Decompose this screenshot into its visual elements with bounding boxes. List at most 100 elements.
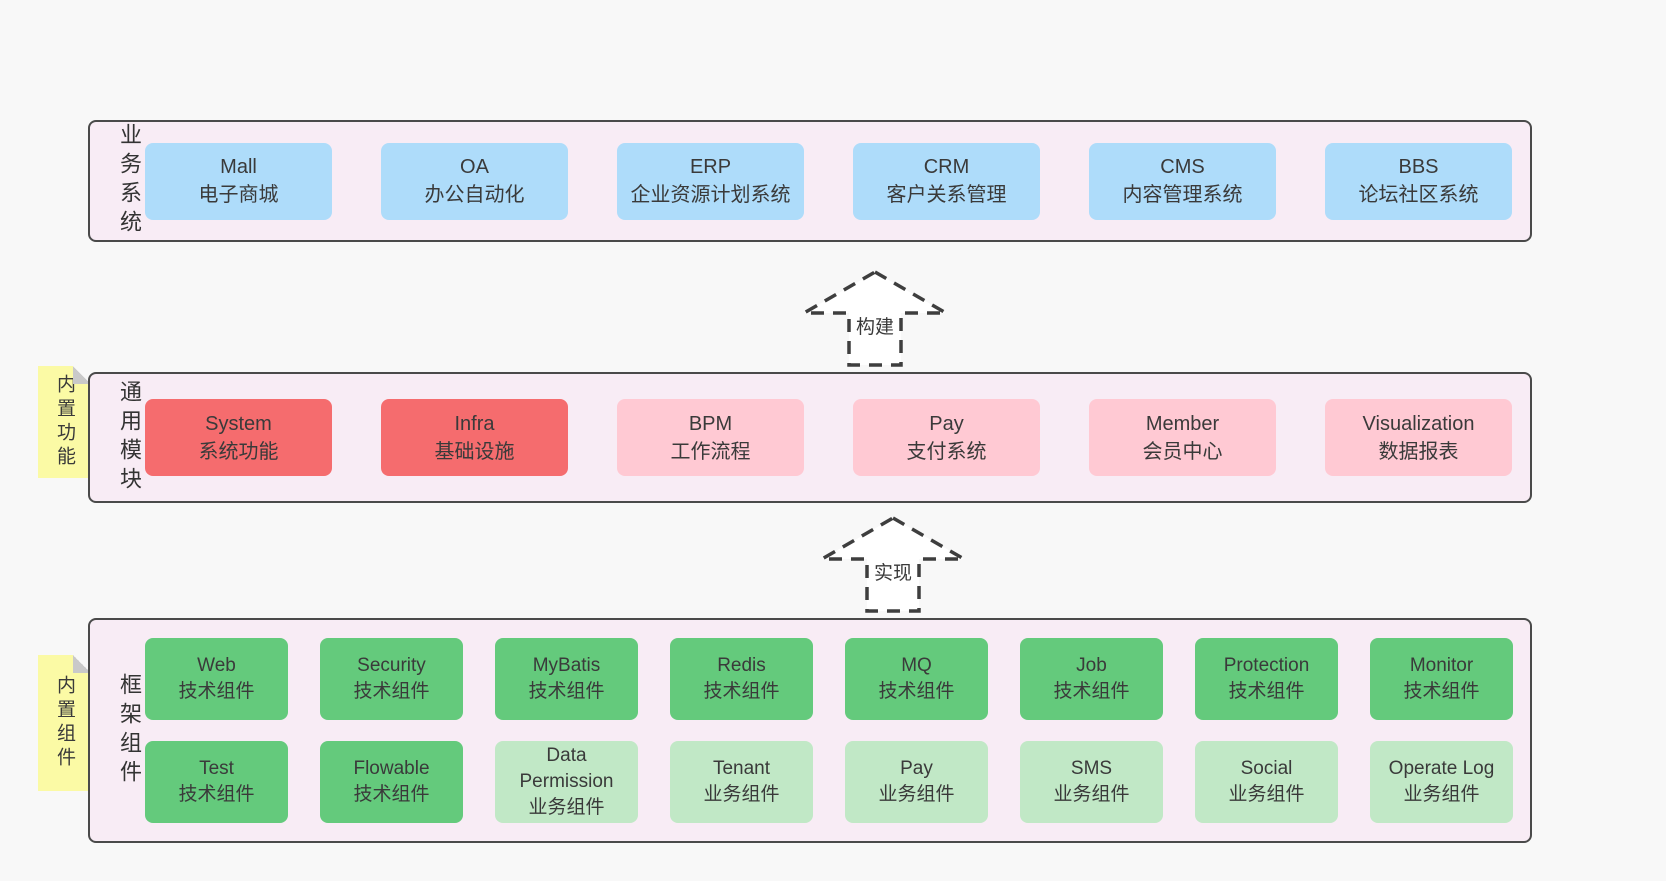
module-name: BPM [688, 412, 733, 435]
module-desc: 办公自动化 [424, 184, 525, 206]
layer-common-modules: 通用模块 System 系统功能 Infra 基础设施 BPM 工作流程 Pay 支付系统 Me… [88, 372, 1532, 503]
module-name: OA [460, 156, 489, 178]
module-name: SMS [1070, 758, 1113, 779]
module-desc: 支付系统 [906, 440, 987, 463]
module-box-flowable: Flowable 技术组件 [320, 741, 463, 823]
layer-label-framework-components: 框架组件 [117, 672, 142, 789]
module-name: MQ [901, 655, 932, 676]
module-box-bpm: BPM 工作流程 [617, 399, 804, 476]
module-name: Visualization [1362, 412, 1475, 435]
module-desc: 电子商城 [198, 184, 279, 206]
common-modules-row: System 系统功能 Infra 基础设施 BPM 工作流程 Pay 支付系统 Member 会… [145, 399, 1530, 476]
module-desc: 系统功能 [198, 440, 279, 463]
module-box-oa: OA 办公自动化 [381, 142, 568, 220]
module-name: Redis [717, 655, 766, 676]
module-box-redis: Redis 技术组件 [670, 638, 813, 720]
module-desc: 业务组件 [1403, 784, 1480, 805]
module-box-crm: CRM 客户关系管理 [853, 142, 1040, 220]
module-name: Mall [220, 156, 257, 178]
layer-label-common-modules: 通用模块 [117, 379, 142, 496]
module-desc: 技术组件 [1053, 681, 1130, 702]
module-name: Pay [900, 758, 933, 779]
module-name: System [205, 412, 272, 435]
module-box-test: Test 技术组件 [145, 741, 288, 823]
folded-corner-icon [73, 366, 91, 384]
module-box-operate-log: Operate Log 业务组件 [1370, 741, 1513, 823]
implement-arrow: 实现 [815, 514, 971, 614]
module-box-bbs: BBS 论坛社区系统 [1325, 142, 1512, 220]
module-box-sms: SMS 业务组件 [1020, 741, 1163, 823]
module-name: Protection [1223, 655, 1310, 676]
module-name: Member [1145, 412, 1220, 435]
module-name: Flowable [353, 758, 430, 779]
module-desc: 技术组件 [878, 681, 955, 702]
module-desc: 业务组件 [703, 784, 780, 805]
module-desc: 技术组件 [178, 681, 255, 702]
module-box-mybatis: MyBatis 技术组件 [495, 638, 638, 720]
module-desc: 技术组件 [703, 681, 780, 702]
module-name: Pay [929, 412, 964, 435]
module-box-mq: MQ 技术组件 [845, 638, 988, 720]
module-name: Tenant [712, 758, 771, 779]
module-desc: 论坛社区系统 [1358, 184, 1479, 206]
module-desc: 技术组件 [353, 681, 430, 702]
module-name: Monitor [1409, 655, 1474, 676]
module-name: Operate Log [1388, 758, 1495, 779]
module-box-mall: Mall 电子商城 [145, 142, 332, 220]
module-desc: 会员中心 [1142, 440, 1223, 463]
module-box-web: Web 技术组件 [145, 638, 288, 720]
module-box-visualization: Visualization 数据报表 [1325, 399, 1512, 476]
module-name: Web [197, 655, 236, 676]
module-desc: 工作流程 [670, 440, 751, 463]
folded-corner-icon [73, 655, 91, 673]
module-desc: 技术组件 [178, 784, 255, 805]
module-desc: 技术组件 [353, 784, 430, 805]
module-box-tenant: Tenant 业务组件 [670, 741, 813, 823]
module-desc: 基础设施 [434, 440, 515, 463]
module-box-protection: Protection 技术组件 [1195, 638, 1338, 720]
sticky-note-text: 内置组件 [54, 675, 75, 771]
module-name: Test [199, 758, 234, 779]
module-box-security: Security 技术组件 [320, 638, 463, 720]
module-desc: 业务组件 [1053, 784, 1130, 805]
implement-arrow-label: 实现 [868, 557, 918, 586]
module-box-member: Member 会员中心 [1089, 399, 1276, 476]
module-box-job: Job 技术组件 [1020, 638, 1163, 720]
sticky-note-text: 内置功能 [54, 374, 75, 470]
module-name: BBS [1398, 156, 1439, 178]
module-name: Data Permission [519, 745, 614, 792]
module-name: ERP [689, 156, 732, 178]
module-box-infra: Infra 基础设施 [381, 399, 568, 476]
module-desc: 技术组件 [528, 681, 605, 702]
module-name: CRM [923, 156, 970, 178]
module-name: Security [357, 655, 426, 676]
module-name: Social [1240, 758, 1293, 779]
module-name: MyBatis [532, 655, 601, 676]
module-desc: 业务组件 [1228, 784, 1305, 805]
business-systems-row: Mall 电子商城 OA 办公自动化 ERP 企业资源计划系统 CRM 客户关系管理 CMS 内容… [145, 142, 1530, 220]
module-desc: 数据报表 [1378, 440, 1459, 463]
module-box-pay: Pay 业务组件 [845, 741, 988, 823]
module-desc: 技术组件 [1228, 681, 1305, 702]
module-desc: 业务组件 [528, 797, 605, 818]
module-desc: 技术组件 [1403, 681, 1480, 702]
module-name: Job [1076, 655, 1107, 676]
module-box-pay: Pay 支付系统 [853, 399, 1040, 476]
module-box-social: Social 业务组件 [1195, 741, 1338, 823]
module-desc: 业务组件 [878, 784, 955, 805]
module-box-cms: CMS 内容管理系统 [1089, 142, 1276, 220]
module-box-data-permission: Data Permission 业务组件 [495, 741, 638, 823]
module-desc: 客户关系管理 [886, 184, 1007, 206]
sticky-note-builtin-components: 内置组件 [38, 655, 91, 791]
sticky-note-builtin-features: 内置功能 [38, 366, 91, 478]
module-name: Infra [454, 412, 495, 435]
module-box-system: System 系统功能 [145, 399, 332, 476]
module-desc: 内容管理系统 [1122, 184, 1243, 206]
module-name: CMS [1160, 156, 1205, 178]
module-desc: 企业资源计划系统 [630, 184, 791, 206]
